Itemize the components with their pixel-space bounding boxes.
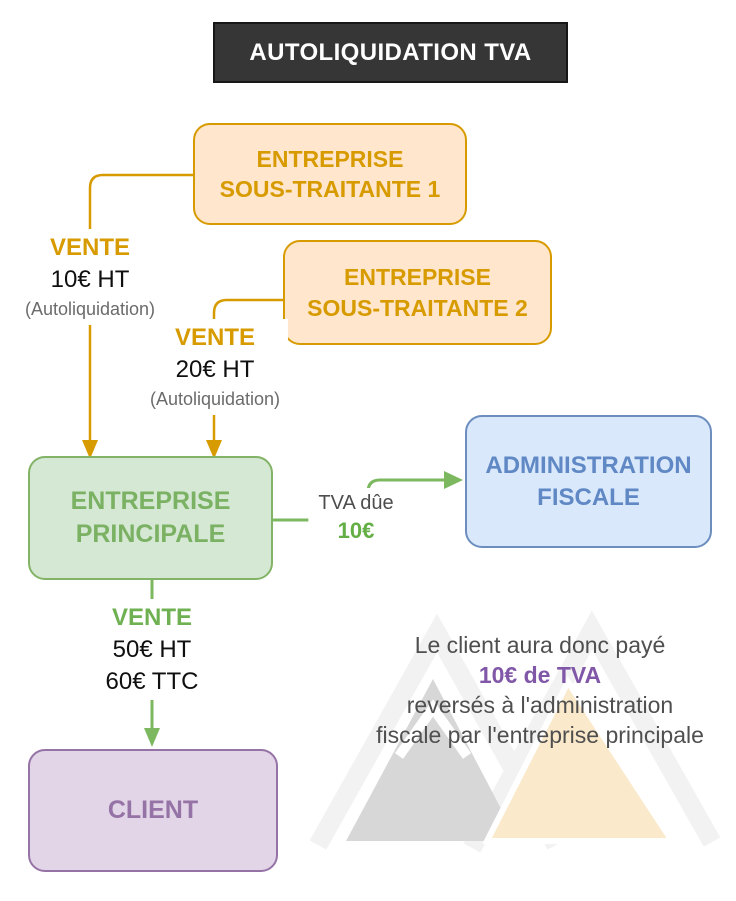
node-client: CLIENT — [28, 749, 278, 872]
node-subcontractor-1: ENTREPRISE SOUS-TRAITANTE 1 — [193, 123, 467, 225]
sale1-amount: 10€ HT — [50, 266, 130, 293]
sale2-amount: 20€ HT — [175, 356, 255, 383]
vat-due-amount: 10€ — [337, 518, 375, 543]
edge-label-vat-due: TVA dûe 10€ — [308, 488, 404, 547]
node-text-line: SOUS-TRAITANTE 1 — [219, 176, 441, 202]
node-subcontractor-1-label: ENTREPRISE SOUS-TRAITANTE 1 — [220, 144, 441, 205]
arrowhead-sale2-icon — [206, 440, 222, 459]
edge-label-sale-to-client: VENTE 50€ HT 60€ TTC — [97, 599, 207, 700]
connector-sale2 — [212, 298, 283, 441]
sale-client-amount-ttc: 60€ TTC — [105, 668, 199, 695]
arrowhead-sale1-icon — [82, 440, 98, 459]
node-text-line: ENTREPRISE — [256, 145, 404, 172]
edge-label-sale2: VENTE 20€ HT (Autoliquidation) — [141, 319, 289, 415]
node-subcontractor-2-label: ENTREPRISE SOUS-TRAITANTE 2 — [307, 262, 528, 323]
explanation-line1: Le client aura donc payé — [414, 632, 666, 658]
explanation-paragraph: Le client aura donc payé 10€ de TVA reve… — [340, 630, 736, 750]
title-text: AUTOLIQUIDATION TVA — [249, 38, 532, 66]
arrowhead-vat-icon — [444, 471, 463, 489]
explanation-vat-amount: 10€ de TVA — [478, 662, 602, 688]
vat-due-label: TVA dûe — [318, 492, 394, 514]
node-text-line: ENTREPRISE — [70, 487, 231, 515]
watermark-outline-right-peak-icon — [463, 610, 721, 853]
node-text-line: FISCALE — [537, 483, 640, 511]
node-text-line: SOUS-TRAITANTE 2 — [307, 294, 528, 321]
arrowhead-sale-client-icon — [144, 728, 160, 747]
node-client-label: CLIENT — [107, 796, 199, 824]
watermark-gray-mountain-icon — [346, 679, 518, 841]
node-text-line: PRINCIPALE — [75, 520, 226, 548]
sale1-vente-label: VENTE — [49, 234, 131, 261]
sale2-autoliquidation-note: (Autoliquidation) — [149, 389, 281, 409]
node-subcontractor-2: ENTREPRISE SOUS-TRAITANTE 2 — [283, 240, 552, 345]
sale1-autoliquidation-note: (Autoliquidation) — [24, 299, 156, 319]
node-text-line: ENTREPRISE — [344, 264, 491, 291]
explanation-line4: fiscale par l'entreprise principale — [376, 722, 704, 748]
sale-client-vente-label: VENTE — [111, 604, 192, 631]
node-text-line: ADMINISTRATION — [485, 451, 692, 479]
node-main-company-label: ENTREPRISE PRINCIPALE — [71, 485, 231, 551]
node-tax-administration-label: ADMINISTRATION FISCALE — [485, 450, 691, 513]
edge-label-sale1: VENTE 10€ HT (Autoliquidation) — [16, 229, 164, 325]
explanation-line3: reversés à l'administration — [406, 692, 674, 718]
watermark-snowcap-icon — [394, 699, 472, 759]
node-tax-administration: ADMINISTRATION FISCALE — [465, 415, 712, 548]
watermark-cream-mountain-icon — [482, 676, 678, 844]
sale-client-amount-ht: 50€ HT — [112, 636, 192, 663]
node-main-company: ENTREPRISE PRINCIPALE — [28, 456, 273, 580]
sale2-vente-label: VENTE — [174, 324, 256, 351]
title-banner: AUTOLIQUIDATION TVA — [213, 22, 568, 83]
connector-sale1 — [88, 173, 193, 441]
